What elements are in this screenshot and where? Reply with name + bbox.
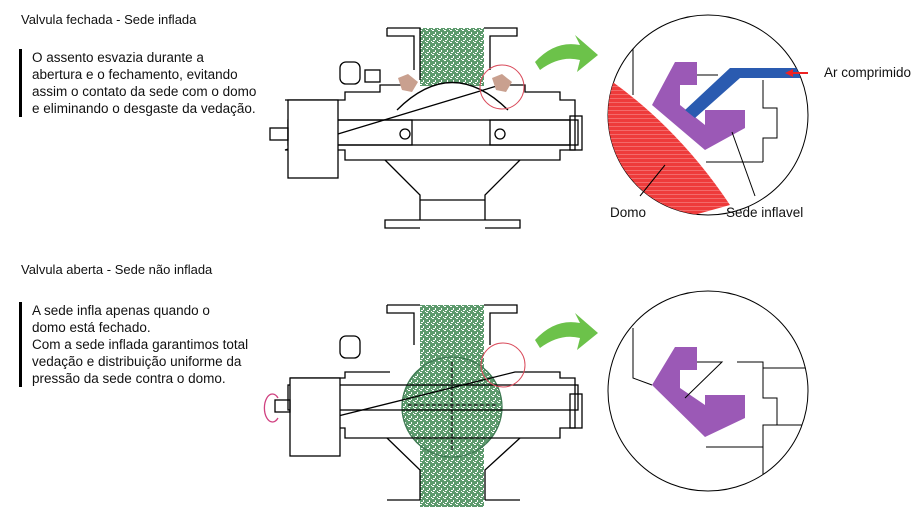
rotation-icon [263,393,279,423]
seat-shape [652,62,745,150]
transition-arrow-icon [535,313,598,350]
detail-highlight-circle [480,342,526,388]
open-seat-detail [607,290,809,492]
seat-shape [652,347,745,437]
open-valve-description: A sede infla apenas quando o domo está f… [19,302,248,387]
closed-valve-description: O assento esvazia durante a abertura e o… [19,49,256,117]
dome-label: Domo [610,205,646,220]
open-valve-drawing [274,304,583,507]
air-label: Ar comprimido [824,65,911,80]
closed-seat-detail [607,14,809,216]
closed-valve-title: Valvula fechada - Sede inflada [21,12,197,27]
seat-left [398,74,418,92]
seat-label: Sede inflavel [726,205,803,220]
open-valve-title: Valvula aberta - Sede não inflada [21,262,213,277]
closed-valve-drawing [269,27,583,229]
transition-arrow-icon [535,35,598,72]
seat-right [492,74,512,92]
material-flow [420,28,484,86]
detail-highlight-circle [479,64,525,110]
